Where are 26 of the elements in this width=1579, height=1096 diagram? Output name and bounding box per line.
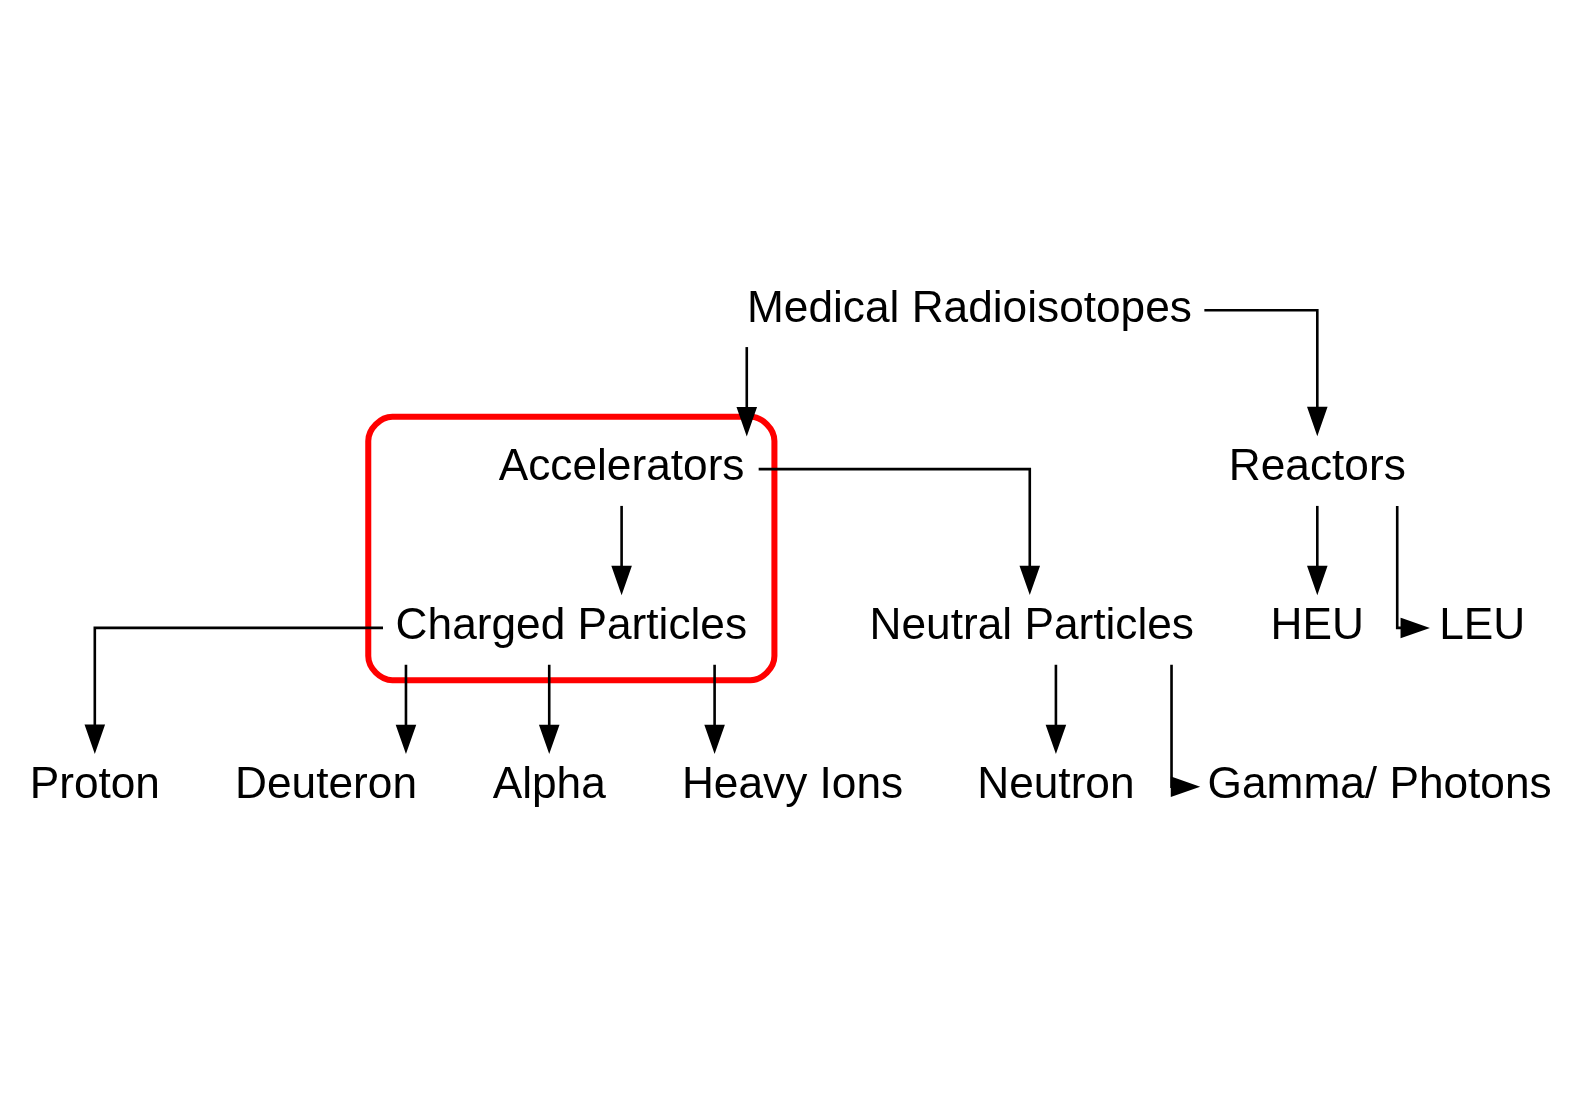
node-text: HEU: [1270, 598, 1364, 648]
arrow: [736, 346, 757, 436]
arrow: [395, 664, 416, 754]
arrow: [1045, 664, 1066, 754]
cluster: [364, 413, 777, 683]
arrow: [538, 664, 559, 754]
arrow: [1395, 505, 1430, 638]
arrow: [1306, 505, 1328, 595]
arrow: [703, 664, 725, 754]
node-text: Alpha: [492, 757, 606, 807]
node-text: Charged Particles: [395, 598, 747, 648]
arrow: [84, 626, 383, 754]
node-text: Proton: [29, 757, 160, 807]
arrow: [1169, 664, 1200, 797]
arrow: [610, 505, 632, 595]
node-text: Neutral Particles: [869, 598, 1194, 648]
node-text: Gamma/ Photons: [1207, 757, 1552, 807]
node-text: Reactors: [1228, 439, 1406, 489]
arrow: [1203, 308, 1328, 436]
node-text: Deuteron: [234, 757, 417, 807]
node-text: Accelerators: [498, 439, 744, 489]
node-text: Heavy Ions: [681, 757, 903, 807]
node-text: Medical Radioisotopes: [746, 280, 1192, 330]
node-text: Neutron: [976, 757, 1135, 807]
node-text: LEU: [1438, 598, 1525, 648]
arrow: [758, 467, 1040, 595]
